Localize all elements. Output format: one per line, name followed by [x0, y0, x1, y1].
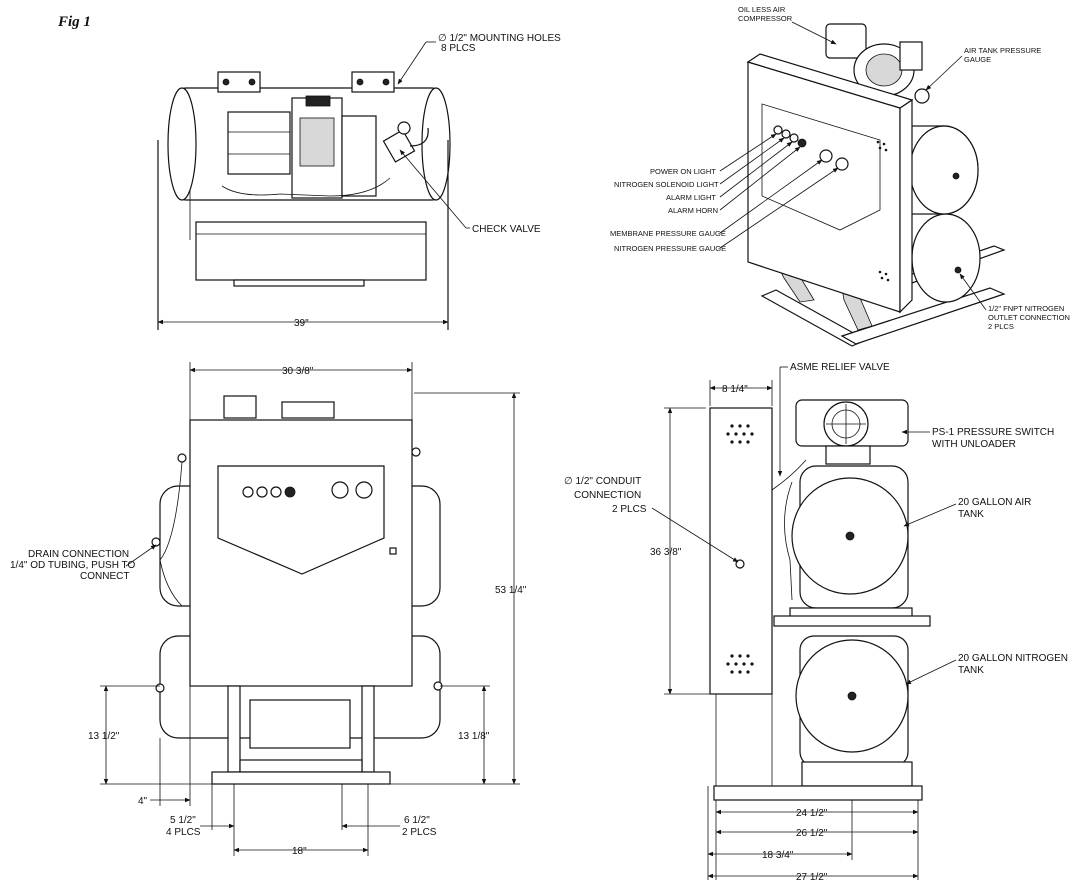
drain-label-2: 1/4" OD TUBING, PUSH TO	[10, 560, 135, 571]
svg-text:CONNECTION: CONNECTION	[574, 490, 641, 501]
svg-text:1/2" FNPT NITROGEN: 1/2" FNPT NITROGEN	[988, 304, 1064, 313]
gauge-label-1: AIR TANK PRESSURE	[964, 46, 1041, 55]
right-tank-height: 13 1/8"	[458, 731, 490, 742]
svg-text:PS-1 PRESSURE SWITCH: PS-1 PRESSURE SWITCH	[932, 427, 1054, 438]
svg-text:OIL LESS AIR: OIL LESS AIR	[738, 5, 786, 14]
svg-text:∅ 1/2" MOUNTING HOLES: ∅ 1/2" MOUNTING HOLES	[438, 33, 561, 44]
left-spacing-dim: 5 1/2"	[170, 815, 196, 826]
nitrogen-tank-label-2: TANK	[958, 665, 984, 676]
side-view: 8 1/4" ASME RELIEF VALVE PS-1 PRESSURE S…	[564, 362, 1068, 883]
svg-text:6 1/2": 6 1/2"	[404, 815, 430, 826]
right-spacing-count: 2 PLCS	[402, 827, 437, 838]
offset-dim: 4"	[138, 796, 148, 807]
svg-text:WITH UNLOADER: WITH UNLOADER	[932, 439, 1016, 450]
conduit-label-2: CONNECTION	[574, 490, 641, 501]
power-on-light-label: POWER ON LIGHT	[650, 167, 716, 176]
panel-height: 36 3/8"	[650, 547, 682, 558]
left-spacing-count: 4 PLCS	[166, 827, 201, 838]
svg-text:4 PLCS: 4 PLCS	[166, 827, 201, 838]
svg-text:TANK: TANK	[958, 665, 984, 676]
pressure-switch-label-2: WITH UNLOADER	[932, 439, 1016, 450]
top-view: 39" ∅ 1/2" MOUNTING HOLES 8 PLCS CHECK V…	[157, 33, 561, 330]
alarm-light-label: ALARM LIGHT	[666, 193, 716, 202]
left-tank-height: 13 1/2"	[88, 731, 120, 742]
outlet-label-1: 1/2" FNPT NITROGEN	[988, 304, 1064, 313]
front-height: 53 1/4"	[495, 585, 527, 596]
mounting-holes-count: 8 PLCS	[441, 43, 476, 54]
svg-text:AIR TANK PRESSURE: AIR TANK PRESSURE	[964, 46, 1041, 55]
svg-text:COMPRESSOR: COMPRESSOR	[738, 14, 793, 23]
svg-text:OUTLET CONNECTION: OUTLET CONNECTION	[988, 313, 1070, 322]
outlet-label-2: OUTLET CONNECTION	[988, 313, 1070, 322]
nitrogen-solenoid-light-label: NITROGEN SOLENOID LIGHT	[614, 180, 719, 189]
svg-text:2 PLCS: 2 PLCS	[988, 322, 1014, 331]
pressure-switch-label-1: PS-1 PRESSURE SWITCH	[932, 427, 1054, 438]
top-width-dim: 39"	[294, 318, 309, 329]
conduit-label-3: 2 PLCS	[612, 504, 647, 515]
check-valve-label: CHECK VALVE	[472, 224, 541, 235]
nitrogen-tank-label-1: 20 GALLON NITROGEN	[958, 653, 1068, 664]
side-depth-top: 8 1/4"	[722, 384, 748, 395]
side-dim-18: 18 3/4"	[762, 850, 794, 861]
relief-valve-label: ASME RELIEF VALVE	[790, 362, 890, 373]
svg-text:DRAIN CONNECTION: DRAIN CONNECTION	[28, 549, 129, 560]
svg-text:2 PLCS: 2 PLCS	[402, 827, 437, 838]
air-tank-label-1: 20 GALLON AIR	[958, 497, 1031, 508]
front-view: 30 3/8" 53 1/4" DRA	[10, 362, 527, 857]
side-dim-24: 24 1/2"	[796, 808, 828, 819]
compressor-label-2: COMPRESSOR	[738, 14, 793, 23]
mounting-holes-label: ∅ 1/2" MOUNTING HOLES	[438, 33, 561, 44]
iso-view: OIL LESS AIR COMPRESSOR AIR TANK PRESSUR…	[610, 5, 1070, 347]
nitrogen-pressure-gauge-label: NITROGEN PRESSURE GAUGE	[614, 244, 726, 253]
svg-text:2 PLCS: 2 PLCS	[612, 504, 647, 515]
svg-text:20 GALLON NITROGEN: 20 GALLON NITROGEN	[958, 653, 1068, 664]
front-top-width: 30 3/8"	[282, 366, 314, 377]
drain-label-3: CONNECT	[80, 571, 129, 582]
svg-text:GAUGE: GAUGE	[964, 55, 991, 64]
side-dim-27: 27 1/2"	[796, 872, 828, 883]
svg-text:20 GALLON AIR: 20 GALLON AIR	[958, 497, 1031, 508]
svg-text:TANK: TANK	[958, 509, 984, 520]
svg-text:8 PLCS: 8 PLCS	[441, 43, 476, 54]
membrane-pressure-gauge-label: MEMBRANE PRESSURE GAUGE	[610, 229, 726, 238]
side-dim-26: 26 1/2"	[796, 828, 828, 839]
outlet-label-3: 2 PLCS	[988, 322, 1014, 331]
right-spacing-dim: 6 1/2"	[404, 815, 430, 826]
base-width-dim: 18"	[292, 846, 307, 857]
conduit-label-1: ∅ 1/2" CONDUIT	[564, 476, 641, 487]
alarm-horn-label: ALARM HORN	[668, 206, 718, 215]
drain-label-1: DRAIN CONNECTION	[28, 549, 129, 560]
svg-text:CONNECT: CONNECT	[80, 571, 129, 582]
air-tank-label-2: TANK	[958, 509, 984, 520]
gauge-label-2: GAUGE	[964, 55, 991, 64]
compressor-label-1: OIL LESS AIR	[738, 5, 786, 14]
svg-text:5 1/2": 5 1/2"	[170, 815, 196, 826]
svg-text:1/4" OD TUBING, PUSH TO: 1/4" OD TUBING, PUSH TO	[10, 560, 135, 571]
svg-text:∅ 1/2" CONDUIT: ∅ 1/2" CONDUIT	[564, 476, 641, 487]
figure-label: Fig 1	[57, 14, 91, 30]
